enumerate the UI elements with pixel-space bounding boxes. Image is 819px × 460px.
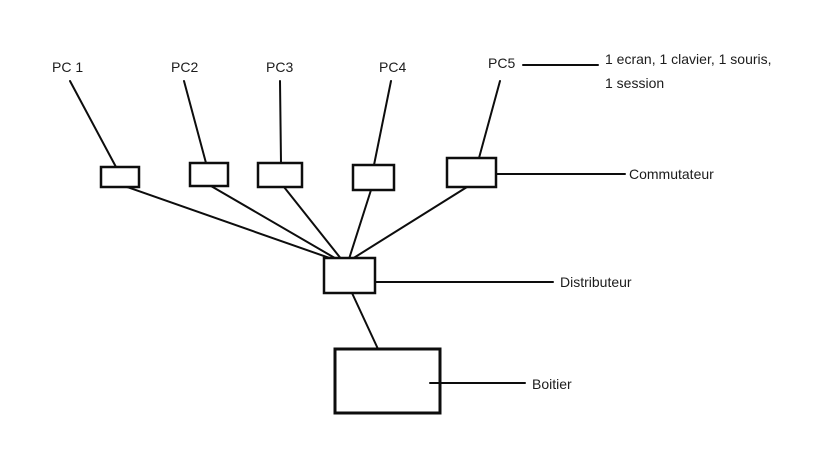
pc4-to-switch-line <box>373 80 392 166</box>
switch4-box <box>351 163 396 192</box>
switch4-to-distributor-line <box>348 189 372 260</box>
switch2-box <box>188 161 230 188</box>
switch1-box <box>99 165 141 189</box>
pc1-label: PC 1 <box>52 59 83 75</box>
pc5-to-switch-line <box>478 80 501 159</box>
pc4-label: PC4 <box>379 59 406 75</box>
switch3-to-distributor-line <box>283 186 343 261</box>
switch5-box <box>445 156 498 189</box>
annotation-line2: 1 session <box>605 75 664 91</box>
boitier-box <box>333 347 442 415</box>
annotation-line1: 1 ecran, 1 clavier, 1 souris, <box>605 51 772 67</box>
pc3-to-switch-line <box>279 80 282 164</box>
switch2-to-distributor-line <box>210 185 341 262</box>
pc2-to-switch-line <box>183 80 207 164</box>
commutateur-label: Commutateur <box>629 166 714 182</box>
distributor-to-boitier-line <box>351 292 379 350</box>
boitier-label: Boitier <box>532 376 572 392</box>
switch1-to-distributor-line <box>126 186 342 263</box>
switch5-to-distributor-line <box>351 186 468 260</box>
distributeur-label: Distributeur <box>560 274 632 290</box>
pc1-to-switch-line <box>69 80 117 168</box>
pc3-label: PC3 <box>266 59 293 75</box>
distributor-box <box>322 256 377 295</box>
pc2-label: PC2 <box>171 59 198 75</box>
pc5-label: PC5 <box>488 55 515 71</box>
switch3-box <box>256 161 304 189</box>
